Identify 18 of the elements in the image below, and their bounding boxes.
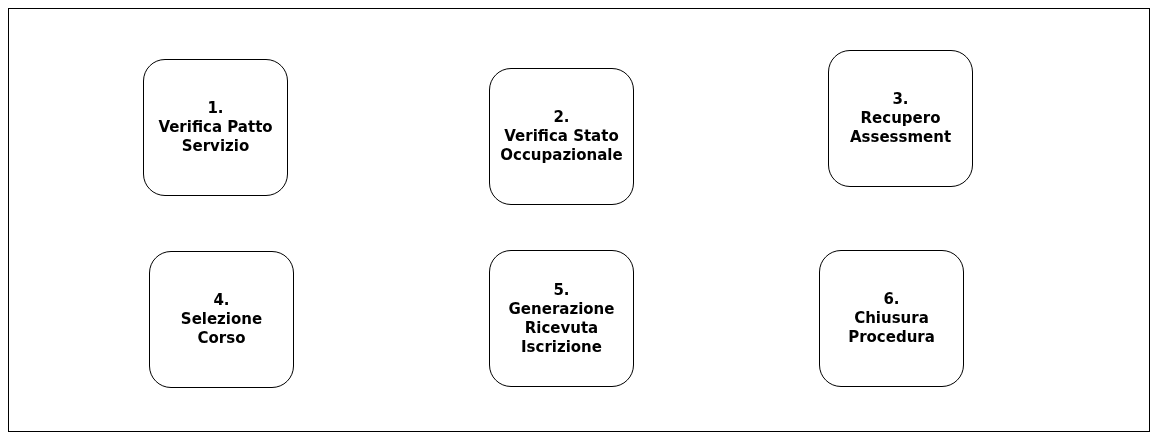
process-box xyxy=(149,251,294,388)
process-box xyxy=(143,59,288,196)
step-number: 5. xyxy=(553,280,570,300)
step-number: 6. xyxy=(883,290,900,309)
step-number: 3. xyxy=(892,90,909,109)
step-title: Generazione Ricevuta Iscrizione xyxy=(507,299,616,357)
step-title: Verifica Stato Occupazionale xyxy=(499,127,624,165)
step-number: 1. xyxy=(207,99,224,118)
process-box xyxy=(489,68,634,205)
step-number: 4. xyxy=(213,291,230,310)
step-title: Verifica Patto Servizio xyxy=(157,118,274,156)
process-box xyxy=(828,50,973,187)
step-title: Selezione Corso xyxy=(179,310,264,348)
step-title: Chiusura Procedura xyxy=(847,309,936,347)
process-box xyxy=(819,250,964,387)
step-title: Recupero Assessment xyxy=(848,109,953,147)
process-box xyxy=(489,250,634,387)
step-number: 2. xyxy=(553,108,570,127)
